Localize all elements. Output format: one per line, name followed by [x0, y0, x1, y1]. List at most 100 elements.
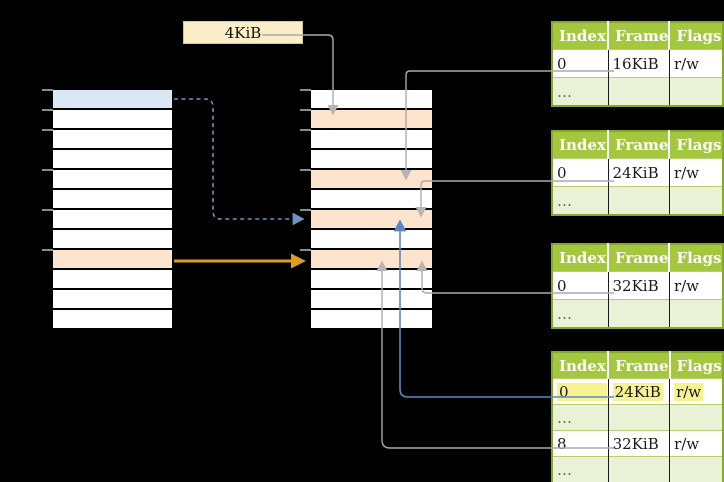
page-size-text: 4KiB [224, 23, 262, 42]
table-header-cell: Flags [669, 131, 723, 159]
memory-cell-1-6 [311, 210, 432, 228]
memory-cell-1-2 [311, 130, 432, 148]
table-header-cell: Flags [669, 352, 723, 379]
table-cell [608, 404, 671, 431]
memory-cell-0-1 [53, 110, 172, 128]
index-tick [42, 129, 53, 131]
memory-cell-1-7 [311, 230, 432, 248]
highlighted-value: 24KiB [612, 382, 663, 401]
table-cell: 32KiB [608, 430, 671, 457]
highlighted-value: r/w [674, 382, 704, 401]
index-tick [300, 249, 311, 251]
table-cell [608, 456, 671, 482]
table-cell: r/w [669, 378, 723, 405]
index-tick [42, 169, 53, 171]
memory-cell-0-9 [53, 270, 172, 288]
memory-cell-0-6 [53, 210, 172, 228]
table-row: … [552, 404, 723, 431]
index-tick [42, 249, 53, 251]
table-cell: 0 [552, 49, 609, 78]
table-cell: 0 [552, 271, 609, 300]
memory-cell-0-3 [53, 150, 172, 168]
table-cell: 0 [552, 378, 609, 405]
index-tick [300, 89, 311, 91]
table-header-cell: Frame [608, 22, 671, 50]
table-header-cell: Frame [608, 131, 671, 159]
memory-cell-0-0 [53, 90, 172, 108]
memory-cell-1-5 [311, 190, 432, 208]
table-header-cell: Frame [608, 244, 671, 272]
memory-cell-0-5 [53, 190, 172, 208]
memory-cell-1-8 [311, 250, 432, 268]
table-cell [608, 77, 670, 106]
table-cell: … [552, 404, 609, 431]
table-cell [608, 299, 670, 328]
table-header-cell: Index [552, 131, 610, 159]
index-tick [300, 129, 311, 131]
table-header-cell: Flags [669, 22, 723, 50]
table-cell: 8 [552, 430, 609, 457]
table-cell [669, 404, 723, 431]
left-memory-column [42, 88, 172, 332]
table-cell [608, 186, 670, 215]
dashed-arrow-blue-cell-to-middle-cell-6 [174, 98, 305, 226]
table-row: … [552, 299, 723, 328]
table-cell [669, 299, 723, 328]
highlighted-value: 0 [557, 382, 607, 401]
index-tick [42, 209, 53, 211]
table-cell: … [552, 299, 609, 328]
table-cell: 32KiB [608, 271, 670, 300]
memory-cell-1-9 [311, 270, 432, 288]
memory-cell-0-2 [53, 130, 172, 148]
table-header-cell: Frame [608, 352, 671, 379]
table-row: … [552, 77, 723, 106]
table-cell: … [552, 456, 609, 482]
table-cell: … [552, 77, 609, 106]
memory-cell-0-10 [53, 290, 172, 308]
index-tick [42, 89, 53, 91]
table-header-cell: Index [552, 22, 610, 50]
memory-cell-0-4 [53, 170, 172, 188]
table-cell: 24KiB [608, 158, 670, 187]
table-cell: r/w [669, 430, 723, 457]
middle-memory-column [300, 88, 432, 332]
table-row: … [552, 456, 723, 482]
page-size-label: 4KiB [183, 21, 303, 44]
table-cell [669, 186, 723, 215]
table-header-cell: Index [552, 244, 610, 272]
index-tick [300, 169, 311, 171]
table-cell [669, 77, 723, 106]
memory-cell-1-4 [311, 170, 432, 188]
table-cell: r/w [669, 271, 723, 300]
table-row: 0 24KiB r/w [552, 378, 723, 405]
index-tick [300, 209, 311, 211]
memory-cell-0-8 [53, 250, 172, 268]
table-cell: 0 [552, 158, 609, 187]
table-row: … [552, 186, 723, 215]
index-tick [42, 109, 53, 111]
memory-cell-1-0 [311, 90, 432, 108]
memory-cell-1-11 [311, 310, 432, 328]
memory-cell-0-11 [53, 310, 172, 328]
memory-cell-1-1 [311, 110, 432, 128]
table-cell: 24KiB [608, 378, 671, 405]
table-header-cell: Index [552, 352, 610, 379]
index-tick [300, 109, 311, 111]
table-cell [669, 456, 723, 482]
memory-cell-0-7 [53, 230, 172, 248]
table-cell: 16KiB [608, 49, 670, 78]
table-cell: r/w [669, 158, 723, 187]
